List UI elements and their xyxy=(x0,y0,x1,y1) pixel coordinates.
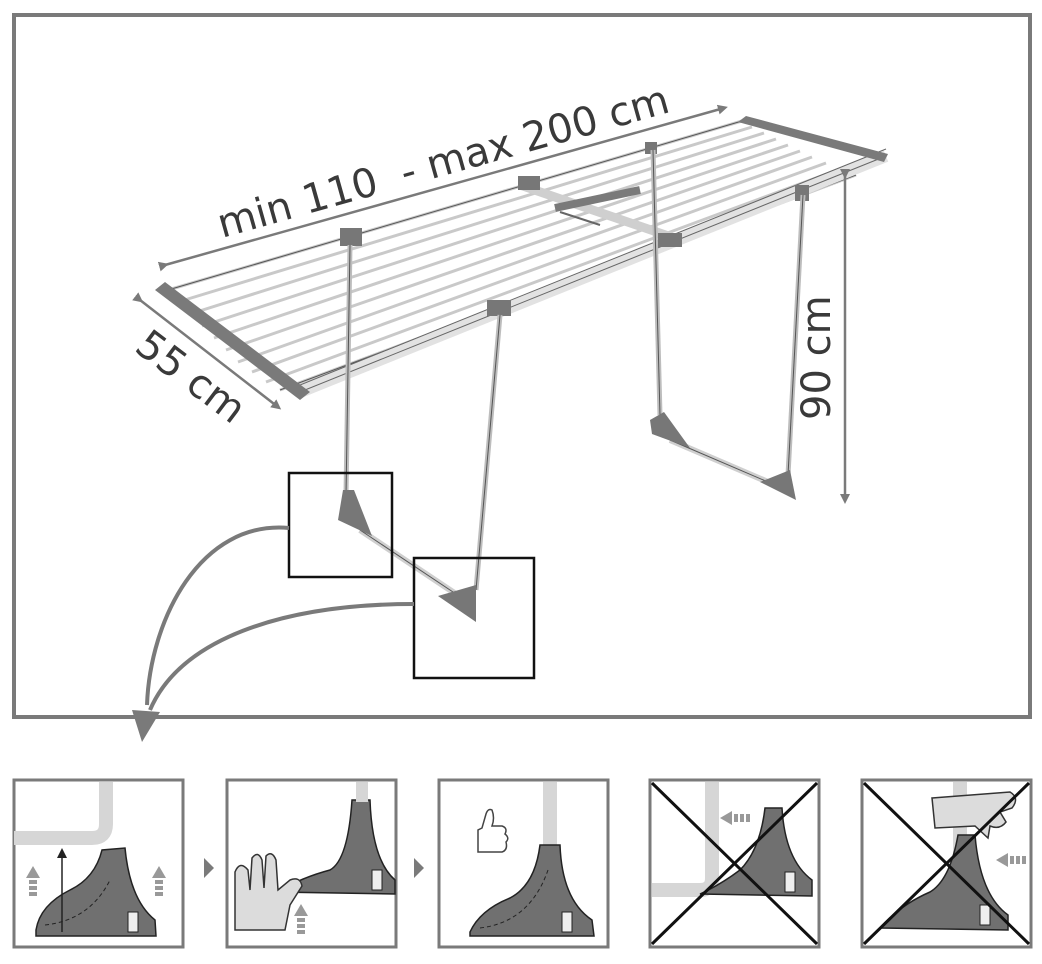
arrow-up-icon xyxy=(294,904,308,934)
detail-box-left-foot xyxy=(287,471,394,579)
thumbs-up-icon xyxy=(477,808,509,853)
arrow-left-icon xyxy=(720,811,750,825)
rack-legs xyxy=(338,149,806,622)
callout-arrows xyxy=(145,525,415,711)
callout-arrowhead xyxy=(132,710,160,742)
step-panel-5 xyxy=(860,778,1033,949)
arrow-left-icon xyxy=(996,853,1026,867)
next-step-chevron xyxy=(414,858,424,878)
height-dimension: 90 cm xyxy=(794,169,850,504)
step-panel-4 xyxy=(648,778,821,949)
arrow-up-icon xyxy=(26,866,40,896)
step-panel-3 xyxy=(437,778,610,949)
cross-icon xyxy=(862,781,1031,946)
hand-icon xyxy=(234,853,303,931)
height-label: 90 cm xyxy=(794,295,840,420)
detail-box-right-foot xyxy=(412,556,536,680)
main-panel-frame xyxy=(12,13,1032,719)
step-panel-2 xyxy=(225,778,398,949)
step-panel-1 xyxy=(12,778,185,949)
next-step-chevron xyxy=(204,858,214,878)
arrow-up-icon xyxy=(152,866,166,896)
cross-icon xyxy=(650,781,819,946)
